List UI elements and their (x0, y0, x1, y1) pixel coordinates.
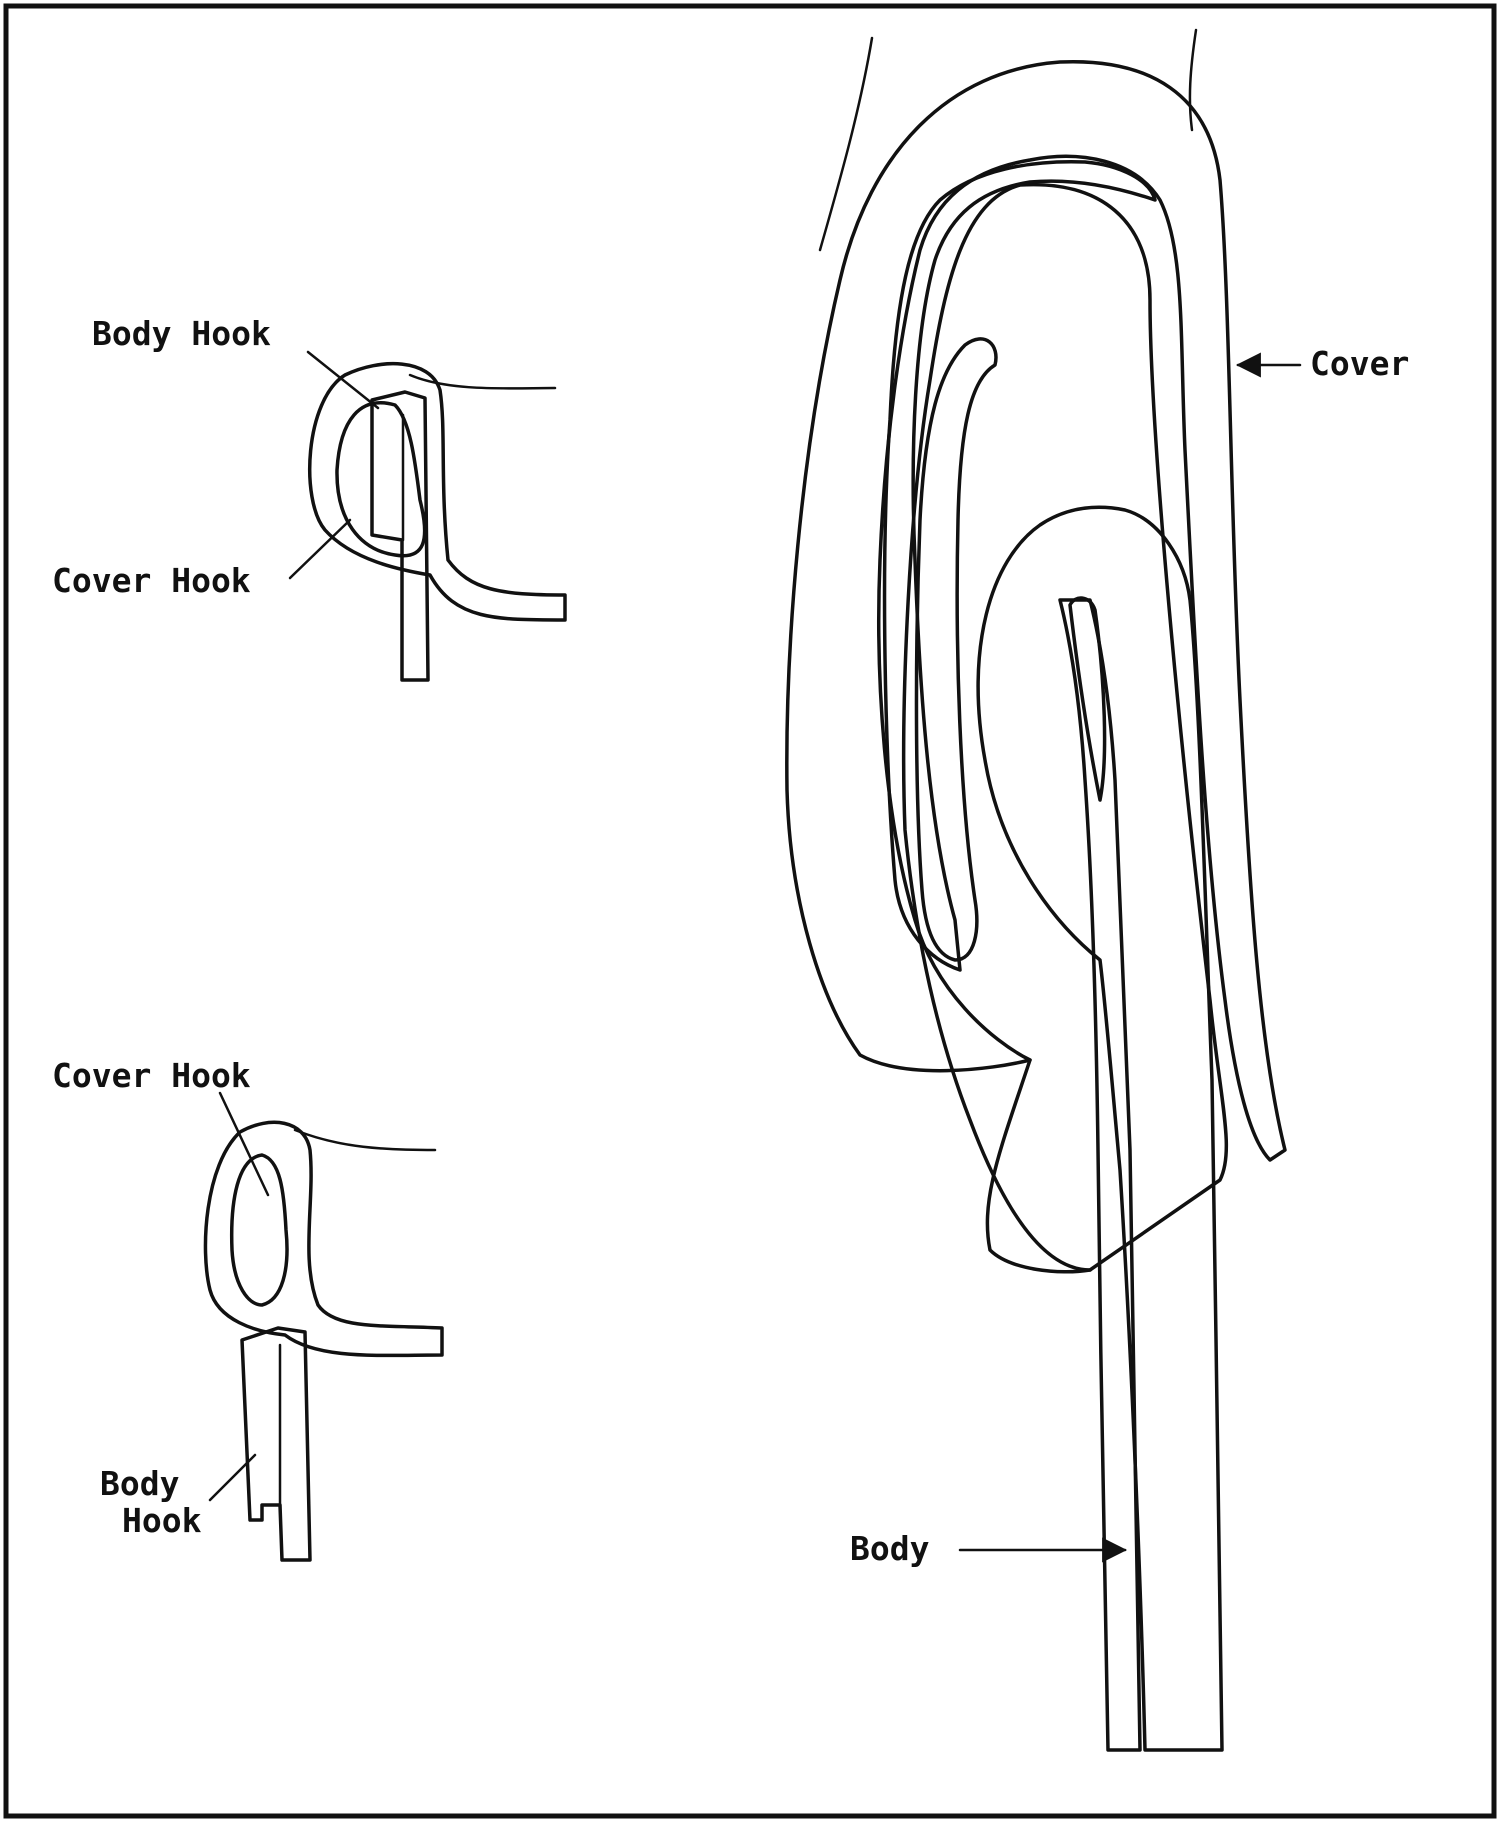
seam-detail-large: Cover Body (785, 28, 1409, 1752)
body-hook-top (370, 390, 430, 682)
body-hook-bottom (240, 1326, 312, 1562)
cover-wall-line-right (1188, 28, 1198, 132)
cover-curl-bottom (203, 1120, 444, 1358)
body-wall-large (1058, 598, 1142, 1752)
seam-detail-top: Body Hook Cover Hook (52, 314, 567, 682)
cover-curl-large (785, 59, 1287, 1162)
label-bottom-body-hook-line1: Body (100, 1464, 179, 1503)
body-hook-tip-large (1068, 596, 1107, 802)
label-cover: Cover (1310, 344, 1409, 383)
label-bottom-cover-hook: Cover Hook (52, 1056, 251, 1095)
leader-top-cover-hook (288, 518, 352, 580)
cover-hook-large (882, 160, 1157, 972)
body-hook-large (976, 505, 1224, 1752)
leader-bottom-body-hook (208, 1453, 257, 1502)
cover-panel-line-top (408, 373, 557, 390)
leader-bottom-cover-hook (218, 1091, 270, 1197)
inner-curl-large (914, 337, 998, 962)
label-body: Body (850, 1529, 929, 1568)
seam-interior (901, 182, 1229, 1272)
cover-curl-top (308, 361, 567, 622)
cover-panel-line-bottom (293, 1128, 437, 1152)
label-top-body-hook: Body Hook (92, 314, 271, 353)
label-top-cover-hook: Cover Hook (52, 561, 251, 600)
cover-wall-line-left (818, 36, 874, 252)
leader-top-body-hook (306, 350, 380, 410)
label-bottom-body-hook-line2: Hook (122, 1501, 202, 1540)
figure-frame (3, 3, 1497, 1819)
cover-flange-outer (985, 1058, 1092, 1274)
seam-detail-bottom: Cover Hook Body Hook (52, 1056, 444, 1562)
